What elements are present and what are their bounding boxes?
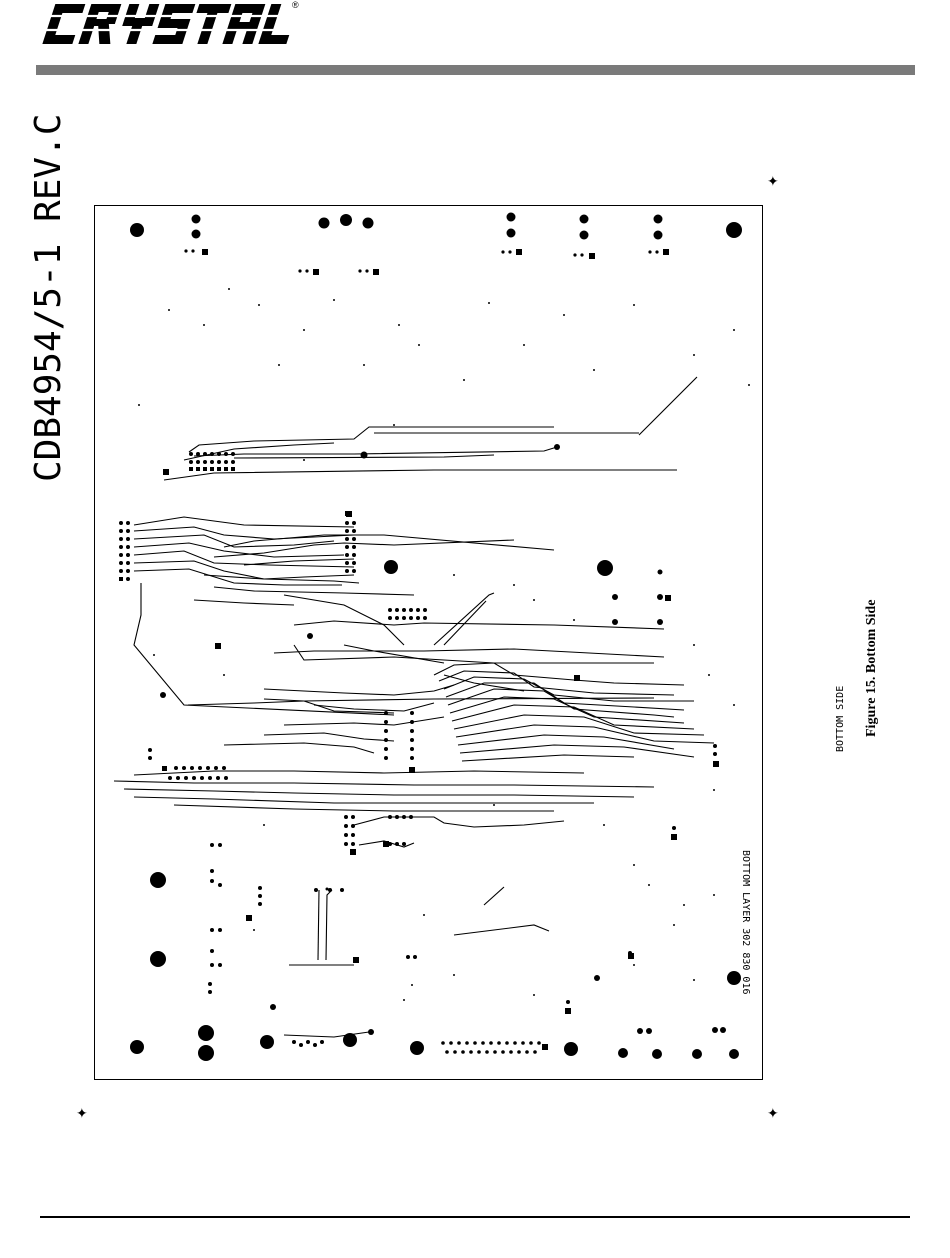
layer-film-label: BOTTOM LAYER 302 830 016: [737, 850, 751, 960]
registration-mark-bottom-left: ✦: [76, 1107, 88, 1121]
figure-caption: Figure 15. Bottom Side: [864, 537, 880, 737]
board-id-label: CDB4954/5-1 REV.C: [28, 162, 78, 482]
pcb-bottom-layer-artwork: [94, 205, 763, 1080]
crystal-logo: [36, 2, 298, 46]
registration-mark-bottom-right: ✦: [767, 1107, 779, 1121]
header-rule: [36, 65, 915, 75]
side-label: BOTTOM SIDE: [835, 682, 846, 752]
registration-mark-top-right: ✦: [767, 175, 779, 189]
registered-trademark-mark: ®: [292, 0, 299, 10]
footer-rule: [40, 1216, 910, 1218]
